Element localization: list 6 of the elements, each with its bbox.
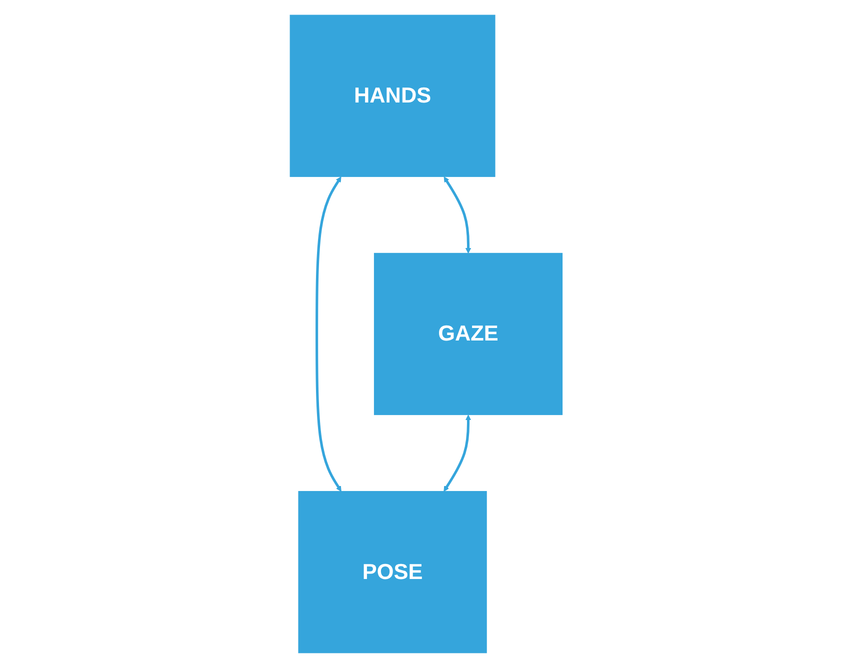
arrow	[444, 414, 472, 492]
node-box: HANDS	[290, 14, 496, 177]
arrow	[316, 176, 342, 492]
node-box: GAZE	[374, 252, 563, 416]
node-box: POSE	[298, 491, 488, 654]
arrow	[444, 176, 472, 254]
